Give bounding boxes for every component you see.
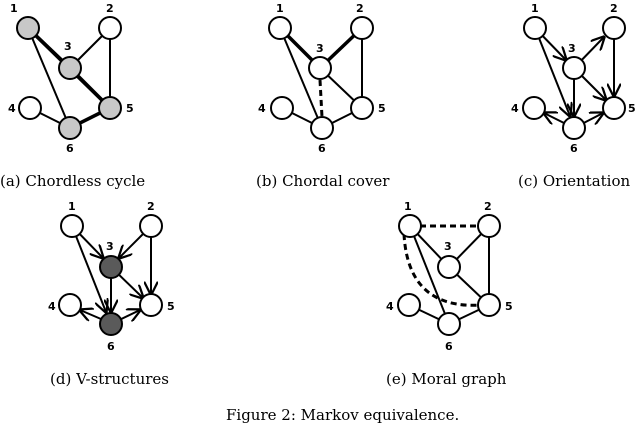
edge-1-6 bbox=[534, 27, 570, 116]
node-2 bbox=[477, 214, 501, 238]
label-3: 3 bbox=[444, 240, 452, 253]
panel-e: 1 2 3 4 5 6 (e) Moral graph bbox=[386, 200, 513, 388]
node-4 bbox=[522, 96, 546, 120]
figure-caption: Figure 2: Markov equivalence. bbox=[226, 406, 459, 424]
node-5 bbox=[477, 293, 501, 317]
panel-b: 1 2 3 4 5 6 (b) Chordal cover bbox=[256, 2, 390, 190]
caption-b: (b) Chordal cover bbox=[256, 172, 390, 190]
label-1: 1 bbox=[68, 200, 76, 213]
label-2: 2 bbox=[610, 2, 618, 15]
node-5 bbox=[602, 96, 626, 120]
edge-1-6 bbox=[27, 27, 71, 129]
edge-6-4 bbox=[80, 310, 102, 319]
edge-1-6 bbox=[279, 27, 323, 129]
node-2 bbox=[139, 214, 163, 238]
label-1: 1 bbox=[531, 2, 539, 15]
node-6 bbox=[58, 116, 82, 140]
label-6: 6 bbox=[445, 340, 453, 353]
label-5: 5 bbox=[126, 102, 134, 115]
node-3 bbox=[308, 56, 332, 80]
label-1: 1 bbox=[404, 200, 412, 213]
node-6 bbox=[562, 116, 586, 140]
node-5 bbox=[98, 96, 122, 120]
panel-c: 1 2 3 4 5 6 (c) Orientation bbox=[511, 2, 636, 190]
label-5: 5 bbox=[167, 300, 175, 313]
label-3: 3 bbox=[316, 42, 324, 55]
node-1 bbox=[60, 214, 84, 238]
node-1 bbox=[398, 214, 422, 238]
node-3 bbox=[437, 255, 461, 279]
node-3 bbox=[562, 56, 586, 80]
node-1 bbox=[268, 16, 292, 40]
label-4: 4 bbox=[258, 102, 266, 115]
node-2 bbox=[98, 16, 122, 40]
label-6: 6 bbox=[107, 340, 115, 353]
node-4 bbox=[397, 293, 421, 317]
node-5 bbox=[350, 96, 374, 120]
label-1: 1 bbox=[10, 2, 18, 15]
label-6: 6 bbox=[570, 142, 578, 155]
label-3: 3 bbox=[106, 240, 114, 253]
label-4: 4 bbox=[511, 102, 519, 115]
edge-1-6 bbox=[409, 225, 450, 325]
node-3 bbox=[58, 56, 82, 80]
label-3: 3 bbox=[568, 42, 576, 55]
node-2 bbox=[602, 16, 626, 40]
label-5: 5 bbox=[505, 300, 513, 313]
node-4 bbox=[58, 293, 82, 317]
node-5 bbox=[139, 293, 163, 317]
edge-1-6 bbox=[71, 225, 106, 312]
panel-a: 1 2 3 4 5 6 (a) Chordless cycle bbox=[0, 2, 145, 190]
node-6 bbox=[310, 116, 334, 140]
edge-6-4 bbox=[544, 113, 565, 123]
label-2: 2 bbox=[484, 200, 492, 213]
label-4: 4 bbox=[386, 300, 394, 313]
caption-a: (a) Chordless cycle bbox=[0, 172, 145, 190]
label-3: 3 bbox=[64, 40, 72, 53]
label-6: 6 bbox=[66, 142, 74, 155]
caption-e: (e) Moral graph bbox=[386, 370, 507, 388]
label-5: 5 bbox=[628, 102, 636, 115]
label-2: 2 bbox=[106, 2, 114, 15]
node-4 bbox=[18, 96, 42, 120]
label-1: 1 bbox=[276, 2, 284, 15]
node-1 bbox=[523, 16, 547, 40]
node-3 bbox=[99, 255, 123, 279]
label-6: 6 bbox=[318, 142, 326, 155]
caption-c: (c) Orientation bbox=[518, 172, 631, 190]
panel-d: 1 2 3 4 5 6 (d) V-structures bbox=[48, 200, 175, 388]
label-5: 5 bbox=[378, 102, 386, 115]
edge-3-6-dashed bbox=[318, 79, 324, 118]
label-2: 2 bbox=[356, 2, 364, 15]
node-6 bbox=[437, 312, 461, 336]
node-2 bbox=[350, 16, 374, 40]
label-2: 2 bbox=[147, 200, 155, 213]
caption-d: (d) V-structures bbox=[50, 370, 169, 388]
label-4: 4 bbox=[48, 300, 56, 313]
node-6 bbox=[99, 312, 123, 336]
node-1 bbox=[16, 16, 40, 40]
node-4 bbox=[270, 96, 294, 120]
edge-1-5-dashed bbox=[402, 233, 483, 307]
label-4: 4 bbox=[8, 102, 16, 115]
